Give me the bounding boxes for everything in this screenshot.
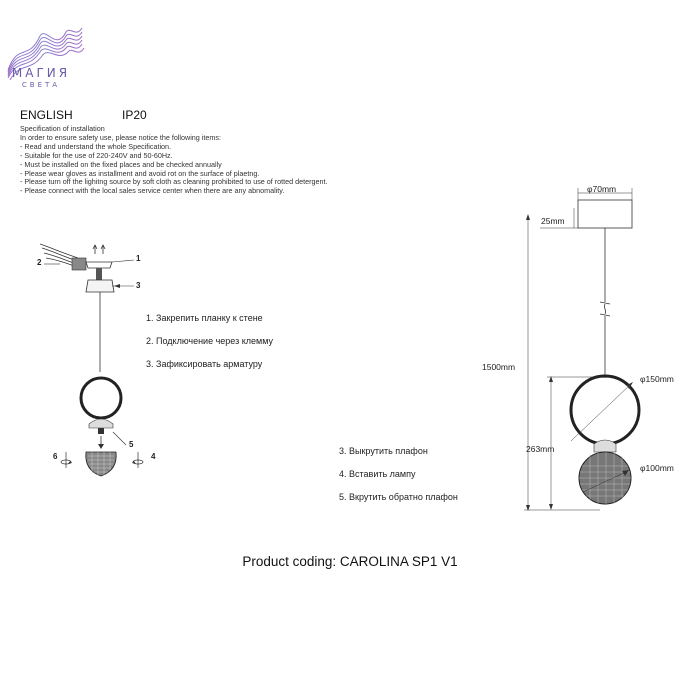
- spec-title: Specification of installation: [20, 124, 105, 133]
- callout-3: 3: [136, 281, 141, 290]
- dim-shade-diameter: φ100mm: [640, 463, 674, 473]
- spec-line: - Read and understand the whole Specific…: [20, 141, 172, 151]
- product-coding: Product coding: CAROLINA SP1 V1: [242, 554, 458, 569]
- spec-line: - Please turn off the lighitng source by…: [20, 177, 328, 187]
- step-1-text: 1. Закрепить планку к стене: [146, 313, 263, 323]
- step-5-text: 5. Вкрутить обратно плафон: [339, 492, 458, 502]
- callout-1: 1: [136, 254, 141, 263]
- globe-dim-icon: [578, 451, 632, 505]
- spec-line: - Please wear gloves as installment and …: [20, 168, 260, 178]
- callout-2: 2: [37, 258, 42, 267]
- callout-4: 4: [151, 452, 156, 461]
- canopy-dim-icon: [577, 199, 633, 229]
- dim-fixture-height: 263mm: [526, 444, 555, 454]
- step-3-fix-text: 3. Зафиксировать арматуру: [146, 359, 263, 369]
- terminal-block-icon: [71, 257, 87, 271]
- spec-line: - Must be installed on the fixed places …: [20, 159, 222, 169]
- step-3-unscrew-text: 3. Выкрутить плафон: [339, 446, 428, 456]
- step-2-text: 2. Подключение через клемму: [146, 336, 273, 346]
- spec-line: - Suitable for the use of 220-240V and 5…: [20, 150, 173, 160]
- dim-canopy-diameter: φ70mm: [587, 184, 617, 194]
- ip-rating: IP20: [122, 108, 147, 122]
- callout-6: 6: [53, 452, 58, 461]
- step-4-text: 4. Вставить лампу: [339, 469, 416, 479]
- glass-shade-icon: [85, 451, 117, 477]
- brand-subtitle: СВЕТА: [21, 81, 61, 89]
- dim-canopy-height: 25mm: [541, 216, 565, 226]
- ring-icon: [79, 376, 123, 420]
- dim-ring-diameter: φ150mm: [640, 374, 674, 384]
- callout-5: 5: [129, 440, 134, 449]
- brand-logo-icon: [7, 27, 85, 81]
- language-label: ENGLISH: [20, 108, 73, 122]
- spec-line: In order to ensure safety use, please no…: [20, 132, 221, 142]
- spec-line: - Please connect with the local sales se…: [20, 186, 285, 196]
- spec-block: Specification of installation In order t…: [20, 124, 400, 196]
- dim-total-height: 1500mm: [482, 362, 516, 372]
- brand-name: МАГИЯ: [11, 66, 71, 80]
- canopy-icon: [85, 279, 115, 293]
